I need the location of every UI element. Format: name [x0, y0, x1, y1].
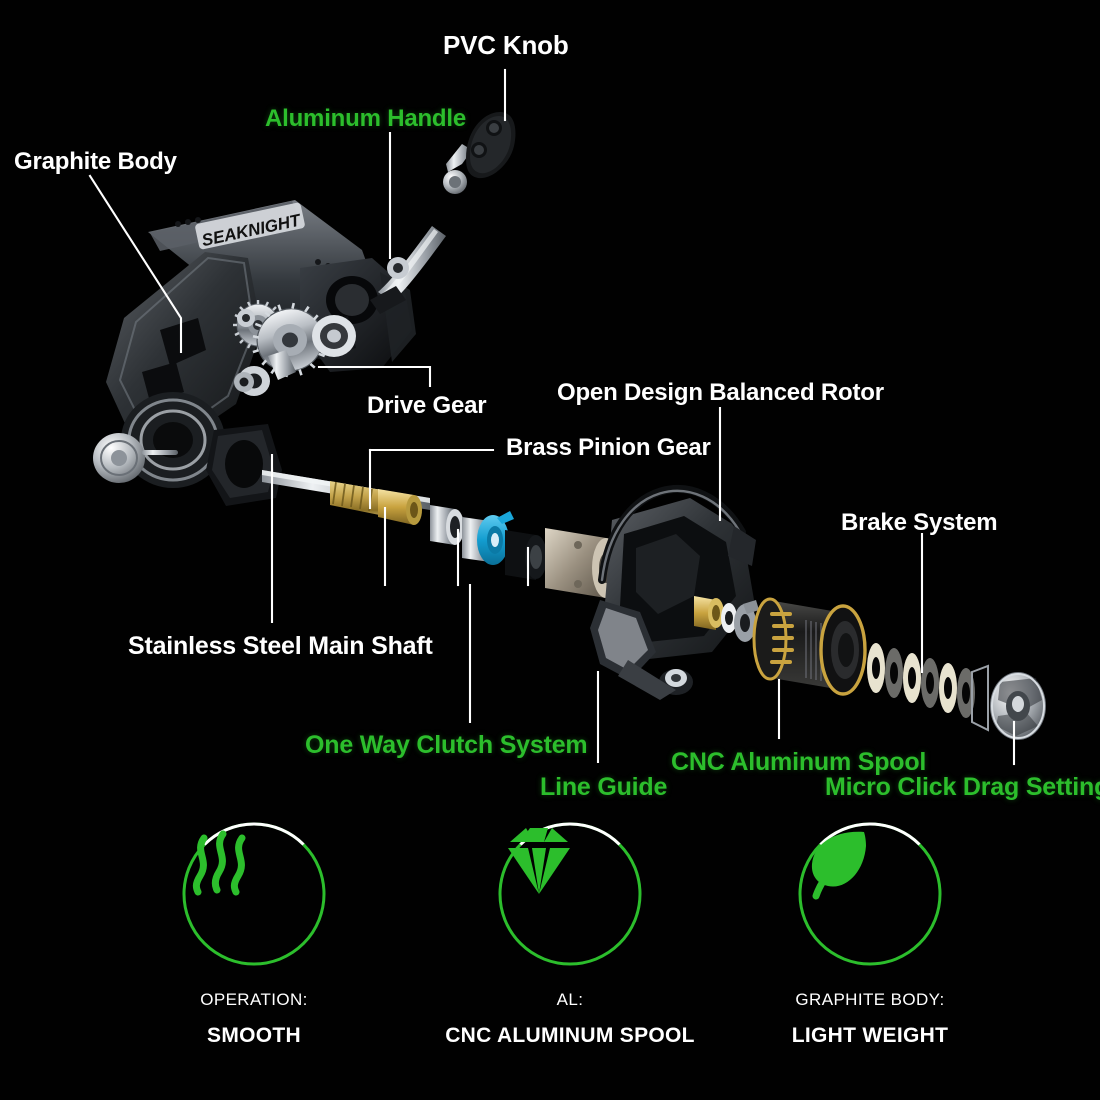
- callout-brake-system: Brake System: [841, 509, 998, 536]
- callout-aluminum-handle: Aluminum Handle: [265, 105, 467, 132]
- micro-click-drag-knob-part: [990, 672, 1046, 740]
- badge-value: CNC ALUMINUM SPOOL: [445, 1024, 695, 1047]
- callout-graphite-body: Graphite Body: [14, 148, 177, 175]
- badge-value: SMOOTH: [207, 1024, 301, 1047]
- badge-value: LIGHT WEIGHT: [791, 1024, 949, 1047]
- steam-waves-icon: [180, 820, 328, 968]
- rotor-nut-and-washers-part: [694, 596, 770, 642]
- badge-ring: [180, 820, 328, 968]
- misc-bearings-part: [234, 257, 409, 392]
- badge-caption: AL:: [556, 990, 584, 1009]
- badge-caption: OPERATION:: [200, 990, 308, 1009]
- progress-ring-icon: [182, 822, 326, 966]
- aluminum-handle-part: [370, 144, 472, 314]
- anti-reverse-knob-part: [93, 433, 178, 483]
- callout-balanced-rotor: Open Design Balanced Rotor: [557, 379, 884, 406]
- callout-pvc-knob: PVC Knob: [443, 30, 569, 60]
- cnc-aluminum-spool-part: [752, 597, 867, 696]
- badge-caption: GRAPHITE BODY:: [795, 990, 945, 1009]
- callout-micro-click-drag: Micro Click Drag Setting: [825, 773, 1100, 801]
- blue-clutch-ring: [477, 511, 514, 565]
- leaf-icon: [796, 820, 944, 968]
- open-design-balanced-rotor-part: [590, 485, 756, 700]
- diamond-icon: [496, 820, 644, 968]
- badge-operation: OPERATION: SMOOTH: [104, 812, 404, 1048]
- callout-brass-pinion-gear: Brass Pinion Gear: [506, 434, 711, 461]
- brass-pinion-gear-part: [330, 481, 422, 525]
- callout-drive-gear: Drive Gear: [367, 392, 487, 419]
- pvc-knob-part: [466, 112, 516, 179]
- callout-line-guide: Line Guide: [540, 773, 668, 801]
- progress-ring-icon: [798, 822, 942, 966]
- callout-one-way-clutch: One Way Clutch System: [305, 731, 588, 759]
- feature-badges: OPERATION: SMOOTH: [0, 812, 1100, 1100]
- callout-cnc-aluminum-spool: CNC Aluminum Spool: [671, 748, 927, 776]
- badge-body: GRAPHITE BODY: LIGHT WEIGHT: [720, 812, 1020, 1048]
- callout-main-shaft: Stainless Steel Main Shaft: [128, 632, 433, 660]
- badge-ring: [496, 820, 644, 968]
- badge-spool: AL: CNC ALUMINUM SPOOL: [420, 812, 720, 1048]
- badge-ring: [796, 820, 944, 968]
- drag-washers-part: [867, 643, 989, 732]
